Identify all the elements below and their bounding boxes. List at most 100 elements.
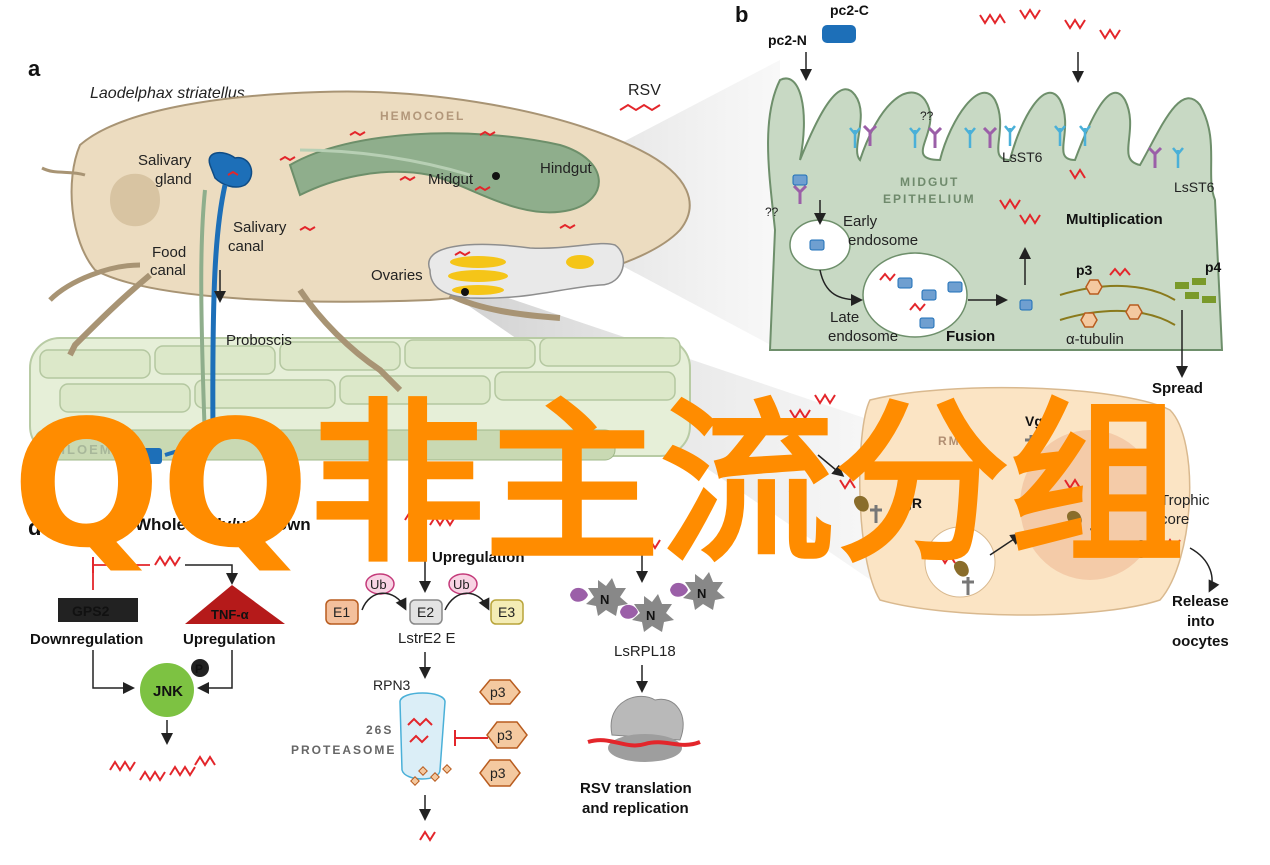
e2-box bbox=[409, 599, 443, 625]
p3-hexagons-b bbox=[1080, 279, 1143, 328]
ub-label-1: Ub bbox=[370, 577, 387, 592]
trophic-core-label-2: core bbox=[1160, 511, 1189, 528]
arrow-up-left bbox=[197, 650, 233, 694]
arrow-release bbox=[1189, 547, 1220, 593]
panel-label-a: a bbox=[28, 56, 41, 81]
lstre2-label: LstrE2 E bbox=[398, 630, 456, 647]
phloem-tissue: PHLOEM bbox=[29, 337, 691, 461]
e1-box bbox=[325, 599, 359, 625]
n-label-1: N bbox=[600, 592, 609, 607]
salivary-system bbox=[140, 151, 253, 464]
late-endosome-label-2: endosome bbox=[828, 328, 898, 345]
epithelium-label-1: MIDGUT bbox=[900, 175, 959, 189]
ovaries-pointer-dot bbox=[461, 288, 469, 296]
proteasome-label-1: 26S bbox=[366, 723, 393, 737]
n-proteins bbox=[570, 572, 725, 632]
ovaries bbox=[427, 242, 625, 299]
degraded-fragments bbox=[410, 764, 452, 786]
vgr-label: VgR bbox=[894, 495, 922, 511]
gps2-label: GPS2 bbox=[72, 603, 110, 619]
ub-label-2: Ub bbox=[453, 577, 470, 592]
p4-blocks bbox=[1175, 278, 1216, 303]
virions-blue bbox=[792, 174, 1033, 329]
arrow-tnf bbox=[185, 564, 238, 585]
vgr-receptors bbox=[870, 435, 1147, 595]
salivary-canal-label-2: canal bbox=[228, 238, 264, 255]
downregulation-label: Downregulation bbox=[30, 631, 143, 648]
tubulin-label: α-tubulin bbox=[1066, 331, 1124, 348]
pc2c-label: pc2-C bbox=[830, 2, 869, 18]
release-label-2: into bbox=[1187, 613, 1215, 630]
inhibit-p3 bbox=[454, 730, 488, 746]
phospho-circle bbox=[191, 659, 209, 677]
species-name: Laodelphax striatellus bbox=[90, 85, 245, 102]
early-endosome-label-1: Early bbox=[843, 213, 878, 230]
lsst6-label-2: LsST6 bbox=[1174, 179, 1215, 195]
virus-particles-d-left bbox=[109, 755, 216, 782]
virus-particles-c bbox=[789, 393, 1181, 565]
n-label-3: N bbox=[697, 586, 706, 601]
gut bbox=[288, 132, 600, 214]
vg-label: Vg bbox=[1090, 525, 1108, 541]
hemocoel-label: HEMOCOEL bbox=[380, 109, 465, 123]
ribosome bbox=[587, 695, 701, 762]
p3-label-b: p3 bbox=[1076, 262, 1093, 278]
rsv-translation-label-2: and replication bbox=[582, 800, 689, 817]
vgr-top-label: VgR bbox=[1025, 413, 1053, 429]
pathway-arrows-b bbox=[814, 200, 1188, 378]
arrow-down-left bbox=[92, 650, 135, 694]
pc2-complex bbox=[822, 25, 856, 43]
pc2n-label: pc2-N bbox=[768, 32, 807, 48]
panel-label-b: b bbox=[735, 2, 748, 27]
proteasome-label-2: PROTEASOME bbox=[291, 743, 396, 757]
spread-label: Spread bbox=[1152, 380, 1203, 397]
ovaries-label: Ovaries bbox=[371, 267, 423, 284]
midgut-pointer-dot bbox=[492, 172, 500, 180]
early-endosome-label-2: endosome bbox=[848, 232, 918, 249]
p3-hexagons-d bbox=[479, 679, 528, 787]
p3-label-d3: p3 bbox=[490, 765, 506, 781]
watermark-text: QQ非主流分组 bbox=[12, 384, 1185, 587]
e3-label: E3 bbox=[498, 604, 515, 620]
p3-label-d2: p3 bbox=[497, 727, 513, 743]
trophic-core-label-1: Trophic bbox=[1160, 492, 1210, 509]
purple-receptors bbox=[792, 124, 1163, 204]
proteasome-cylinder bbox=[399, 692, 446, 780]
virus-particles-b bbox=[879, 8, 1131, 312]
n-label-2: N bbox=[646, 608, 655, 623]
receptors bbox=[849, 125, 1184, 168]
midgut-label: Midgut bbox=[428, 171, 474, 188]
qq-label-1: ?? bbox=[920, 109, 934, 123]
fusion-label: Fusion bbox=[946, 328, 995, 345]
proboscis-label: Proboscis bbox=[226, 332, 292, 349]
arrow-e2-e3 bbox=[444, 592, 490, 611]
lsst6-label-1: LsST6 bbox=[1002, 149, 1043, 165]
e1-label: E1 bbox=[333, 604, 350, 620]
upregulation-mid-label: Upregulation bbox=[432, 549, 525, 566]
virus-label-rsv: RSV bbox=[628, 82, 661, 99]
virus-particles-a bbox=[227, 103, 661, 257]
release-label-1: Release bbox=[1172, 593, 1229, 610]
jnk-label: JNK bbox=[153, 683, 183, 700]
germ-label-2: ELL bbox=[940, 464, 969, 478]
tnf-label: TNF-α bbox=[211, 607, 249, 622]
arrow-vgr-internal bbox=[989, 533, 1023, 556]
phloem-label: PHLOEM bbox=[45, 442, 113, 457]
hindgut-label: Hindgut bbox=[540, 160, 593, 177]
multiplication-label: Multiplication bbox=[1066, 211, 1163, 228]
panel-label-d: d bbox=[28, 515, 41, 540]
virus-top-left bbox=[154, 555, 181, 567]
p3-label-d1: p3 bbox=[490, 684, 506, 700]
salivary-gland-label-1: Salivary bbox=[138, 152, 192, 169]
arrow-entry bbox=[817, 454, 845, 477]
late-endosome-label-1: Late bbox=[830, 309, 859, 326]
food-canal-label-2: canal bbox=[150, 262, 186, 279]
tnf-triangle bbox=[185, 585, 285, 624]
rpn3-label: RPN3 bbox=[373, 677, 411, 693]
germ-label-1: RM bbox=[938, 434, 961, 448]
lsrpl18-label: LsRPL18 bbox=[614, 643, 676, 660]
virus-top-right bbox=[639, 538, 661, 550]
arrow-e1-e2 bbox=[361, 592, 407, 611]
e2-label: E2 bbox=[417, 604, 434, 620]
